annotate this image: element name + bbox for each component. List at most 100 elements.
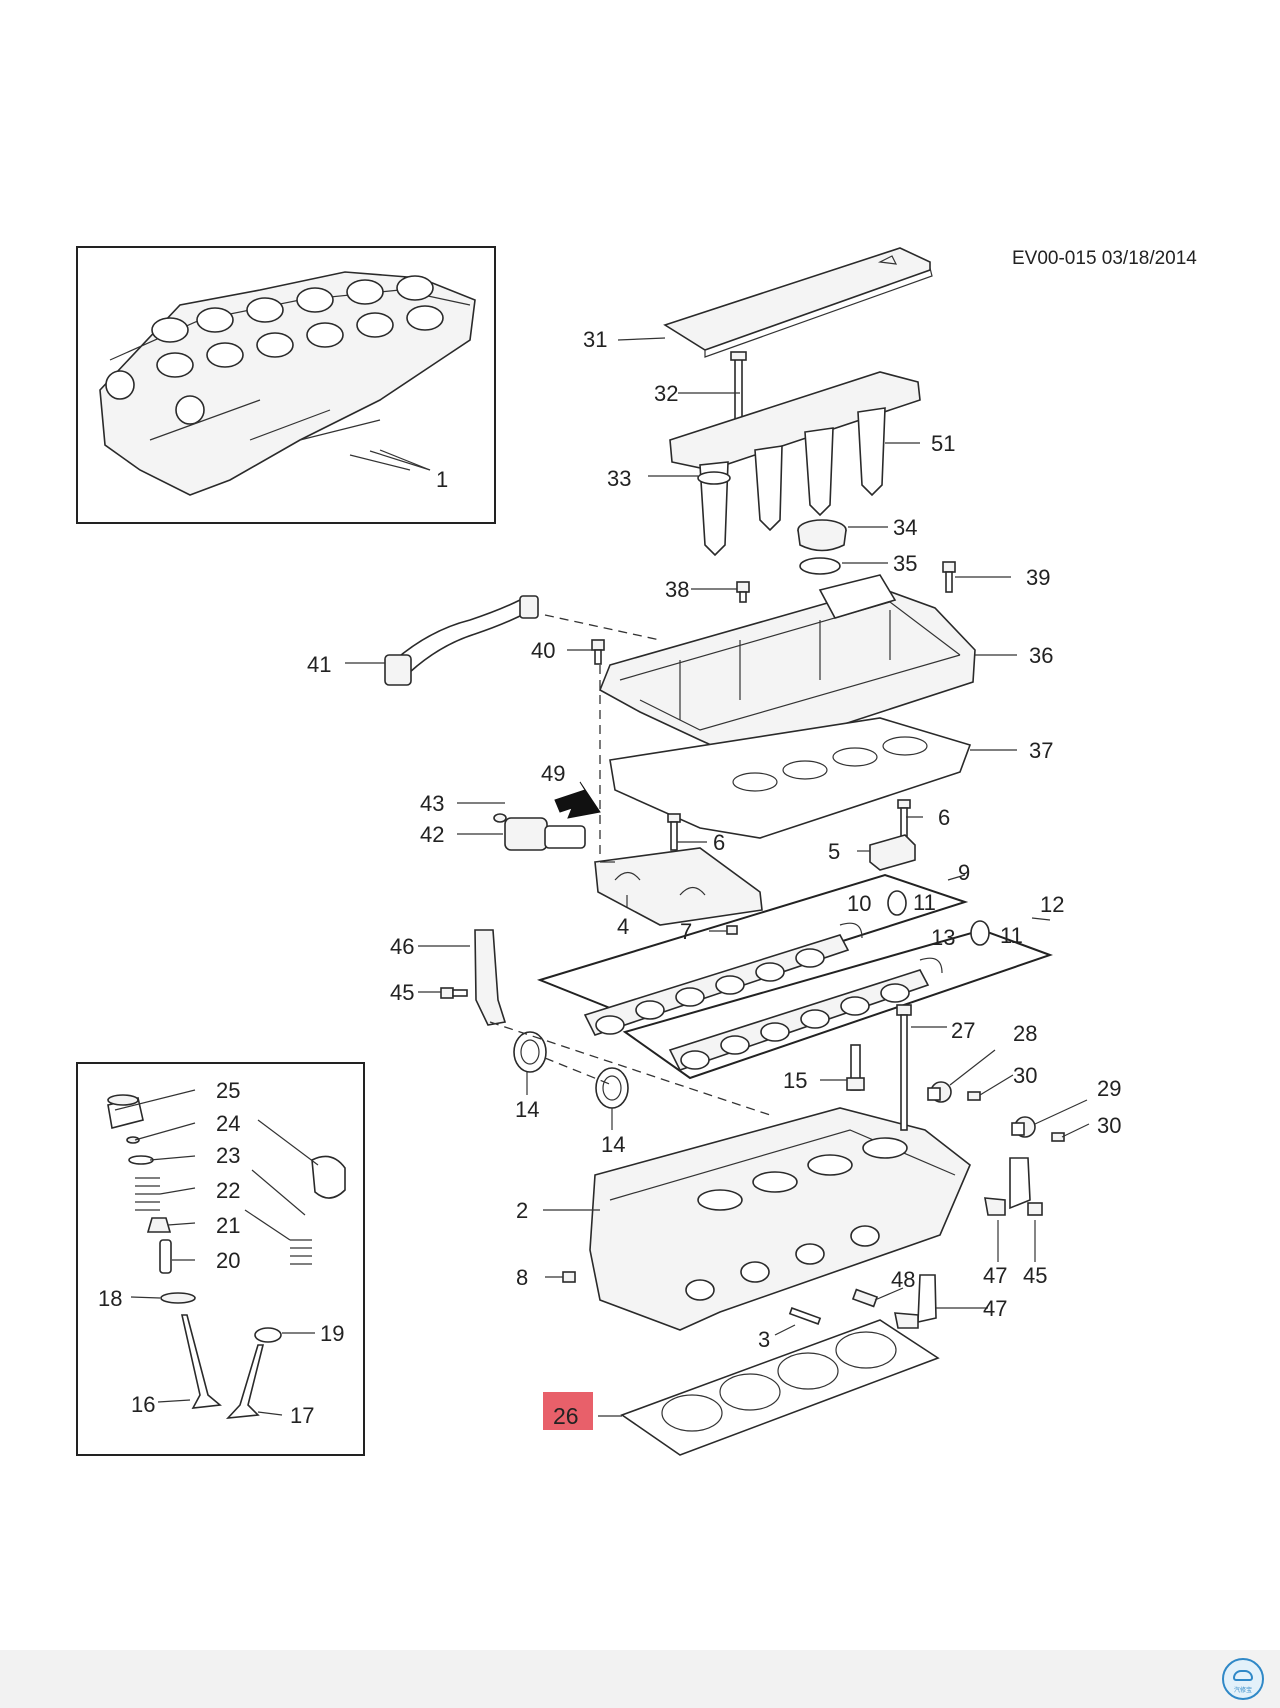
callout-33: 33 [607,466,631,491]
part-stud-3 [788,1307,822,1325]
callout-5: 5 [828,839,840,864]
callout-6b: 6 [938,805,950,830]
callout-12: 12 [1040,892,1064,917]
callout-31: 31 [583,327,607,352]
highlight-box-26[interactable] [543,1392,593,1430]
callout-6a: 6 [713,830,725,855]
part-oil-seal-14a [513,1031,547,1073]
callout-27: 27 [951,1018,975,1043]
callout-23: 23 [216,1143,240,1168]
part-bolt-6b [897,799,911,837]
part-keeper-24 [126,1136,140,1144]
part-bolt-30a [967,1091,981,1101]
part-head-bolt-27 [896,1004,912,1131]
part-plug-48 [851,1288,879,1308]
callout-2: 2 [516,1198,528,1223]
part-cap-seal [799,557,841,575]
callout-34: 34 [893,515,917,540]
part-bolt-45a [440,987,468,999]
callout-13: 13 [931,925,955,950]
callout-36: 36 [1029,643,1053,668]
callout-11a: 11 [913,890,936,915]
leader-lines [114,337,1090,1417]
callout-49: 49 [541,761,565,786]
callout-28: 28 [1013,1021,1037,1046]
part-bracket-47b [894,1274,937,1329]
callout-42: 42 [420,822,444,847]
callout-17: 17 [290,1403,314,1428]
callout-8: 8 [516,1265,528,1290]
callout-45a: 45 [390,980,414,1005]
part-spark-plug [846,1044,865,1091]
part-bolt-7 [726,925,738,935]
part-cam-cover-gasket [609,717,972,839]
callout-19: 19 [320,1321,344,1346]
callout-37: 37 [1029,738,1053,763]
part-bolt-6a [667,813,681,851]
part-seal-11b [970,920,990,946]
part-valve-guide-20 [159,1239,172,1274]
callout-25: 25 [216,1078,240,1103]
part-washer-18 [160,1292,196,1304]
inset-assembled-head [76,246,496,524]
callout-labels: 1 2 3 4 5 6 6 7 8 9 10 11 11 12 13 14 14… [98,327,1121,1429]
callout-7: 7 [680,919,692,944]
part-bolt-32 [730,351,747,427]
part-seal-11a [887,890,907,916]
diagram-reference-code: EV00-015 03/18/2014 [1012,248,1197,269]
callout-43: 43 [420,791,444,816]
part-valve-seal-21 [146,1217,172,1233]
callout-15: 15 [783,1068,807,1093]
part-oil-filler-cap [797,519,847,552]
callout-47a: 47 [983,1263,1007,1288]
part-oil-seal-14b [595,1067,629,1109]
app-badge-label: 汽修宝 [1233,1688,1252,1694]
callout-35: 35 [893,551,917,576]
inset-frame-bottom [76,1062,365,1456]
part-washer-19 [254,1327,282,1343]
car-icon [1233,1670,1253,1681]
part-cover-plate [663,247,933,358]
callout-32: 32 [654,381,678,406]
part-oil-control-valve [493,813,586,851]
callout-26: 26 [553,1403,579,1429]
callout-16: 16 [131,1392,155,1417]
callout-45b: 45 [1023,1263,1047,1288]
callout-18: 18 [98,1286,122,1311]
callout-4: 4 [617,914,629,939]
part-bracket-47a [984,1157,1031,1216]
callout-14a: 14 [515,1097,539,1122]
callout-10: 10 [847,891,871,916]
part-intake-camshaft [583,922,863,1036]
part-bolt-30b [1051,1132,1065,1142]
callout-47b: 47 [983,1296,1007,1321]
car-service-app-icon[interactable]: 汽修宝 [1222,1658,1264,1700]
callout-20: 20 [216,1248,240,1273]
part-bolt-38 [736,581,750,603]
callout-21: 21 [216,1213,240,1238]
part-ignition-coil [669,371,921,557]
part-bolt-40 [591,639,605,665]
part-camshaft-bearing-carrier [594,847,763,926]
part-bolt-39 [942,561,956,593]
callout-40: 40 [531,638,555,663]
inset-frame-camshafts [536,873,1053,1080]
part-exhaust-valve-17 [225,1344,265,1420]
part-head-gasket [620,1319,940,1456]
inset-frame-top [76,246,496,524]
part-exhaust-camshaft [668,957,943,1071]
alignment-dash-lines [489,614,771,1116]
callout-24: 24 [216,1111,240,1136]
callout-48: 48 [891,1267,915,1292]
callout-30b: 30 [1097,1113,1121,1138]
callout-41: 41 [307,652,331,677]
part-camshaft-sensor-28 [927,1081,952,1103]
callout-14b: 14 [601,1132,625,1157]
callout-30a: 30 [1013,1063,1037,1088]
part-camshaft-cover [598,574,976,759]
callout-3: 3 [758,1327,770,1352]
part-cylinder-head [589,1107,971,1331]
callout-46: 46 [390,934,414,959]
part-bolt-45b [1027,1202,1043,1216]
part-valve-spring-22 [135,1177,312,1265]
